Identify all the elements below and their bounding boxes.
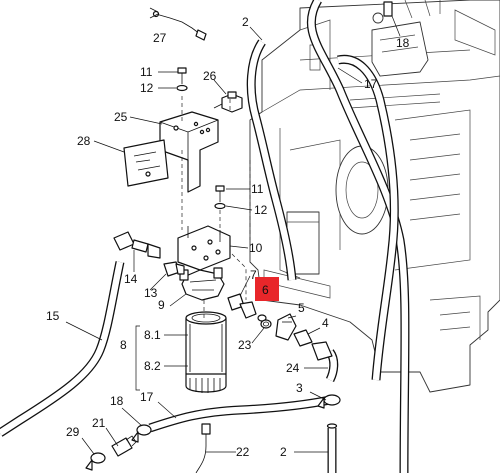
callout-9[interactable]: 9 <box>158 298 165 312</box>
fuel-hoses <box>0 0 410 473</box>
callout-2-bottom[interactable]: 2 <box>280 445 287 459</box>
callout-17-bottom[interactable]: 17 <box>140 390 154 404</box>
callout-15[interactable]: 15 <box>46 309 60 323</box>
callout-18-bottom[interactable]: 18 <box>110 394 124 408</box>
callout-12-top[interactable]: 12 <box>140 81 154 95</box>
callout-14[interactable]: 14 <box>124 272 138 286</box>
filter-head-9 <box>179 267 225 301</box>
washer-12-top <box>176 84 188 92</box>
callout-13[interactable]: 13 <box>144 286 158 300</box>
callout-17-top[interactable]: 17 <box>364 77 378 91</box>
callout-7[interactable]: 7 <box>250 268 257 282</box>
decal-28 <box>123 139 169 187</box>
connector-21 <box>111 435 137 457</box>
callout-29[interactable]: 29 <box>66 425 80 439</box>
mounting-plate-10 <box>177 225 231 271</box>
callout-22[interactable]: 22 <box>236 445 250 459</box>
callout-27[interactable]: 27 <box>153 31 167 45</box>
bracket-25 <box>159 111 219 193</box>
clamp-3 <box>317 394 341 409</box>
fitting-14 <box>113 231 161 259</box>
callout-4[interactable]: 4 <box>322 316 329 330</box>
hose-2-clip-top <box>383 1 393 17</box>
callout-8-1[interactable]: 8.1 <box>144 328 161 342</box>
fuel-filter-cartridge-8 <box>185 311 227 393</box>
fitting-5 <box>275 313 297 341</box>
sensor-26 <box>213 91 243 113</box>
assembly-guide-lines <box>181 96 251 318</box>
callout-5[interactable]: 5 <box>298 301 305 315</box>
washer-12-mid <box>214 202 226 210</box>
clamp-18-bottom <box>131 424 152 443</box>
callout-10[interactable]: 10 <box>249 241 263 255</box>
callout-8[interactable]: 8 <box>120 338 127 352</box>
o-ring-23 <box>260 319 272 329</box>
callout-11-mid[interactable]: 11 <box>251 182 264 196</box>
callout-3[interactable]: 3 <box>296 381 303 395</box>
fitting-4 <box>293 329 333 361</box>
callout-12-mid[interactable]: 12 <box>254 203 268 217</box>
callout-26[interactable]: 26 <box>203 69 217 83</box>
fitting-13 <box>163 261 185 277</box>
callout-28[interactable]: 28 <box>77 134 91 148</box>
callout-8-2[interactable]: 8.2 <box>144 359 161 373</box>
callout-11-top[interactable]: 11 <box>140 65 153 79</box>
clamp-29 <box>85 452 106 471</box>
callout-23[interactable]: 23 <box>238 338 252 352</box>
callout-labels: 27 2 18 17 11 12 26 25 28 11 12 10 7 6 1… <box>46 15 410 459</box>
callout-25[interactable]: 25 <box>114 110 128 124</box>
callout-2-top[interactable]: 2 <box>242 15 249 29</box>
callout-6[interactable]: 6 <box>262 283 269 297</box>
fitting-6 <box>239 301 267 322</box>
callout-18-top[interactable]: 18 <box>396 36 410 50</box>
bolt-11-mid <box>215 185 225 202</box>
callout-leader-lines <box>65 15 401 455</box>
callout-24[interactable]: 24 <box>286 361 300 375</box>
wiring-harness <box>149 7 207 41</box>
callout-21[interactable]: 21 <box>92 416 106 430</box>
callout-6-highlight[interactable] <box>255 277 279 301</box>
drain-line-22 <box>195 423 211 473</box>
